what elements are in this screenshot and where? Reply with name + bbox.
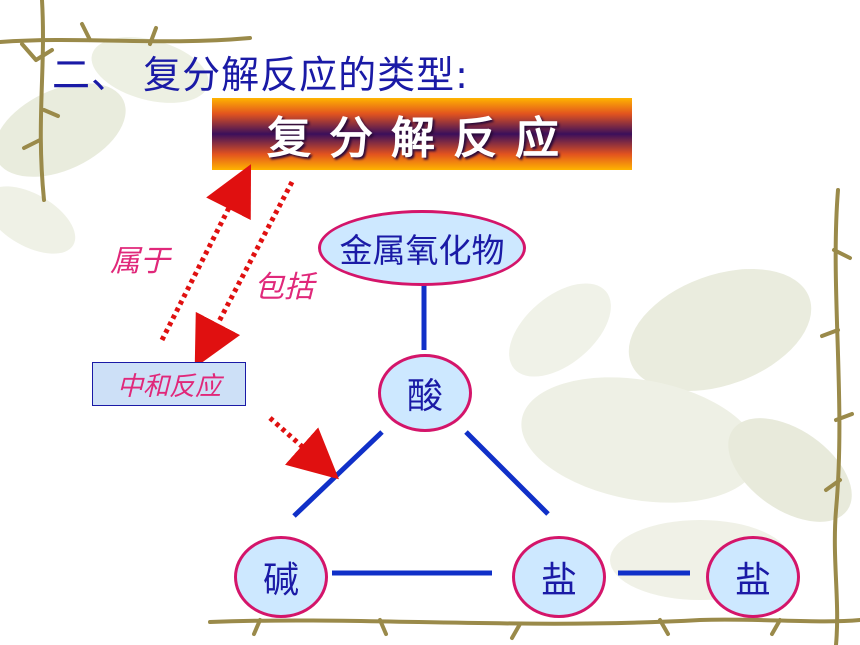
neutralization-box: 中和反应 [92, 362, 246, 406]
acid-node: 酸 [378, 354, 472, 432]
salt-node-b: 盐 [706, 536, 800, 618]
neutralization-label: 中和反应 [116, 371, 221, 402]
belongs-to-label: 属于 [110, 244, 170, 279]
banner-text: 复分解反应 [267, 113, 577, 164]
base-node: 碱 [234, 536, 328, 618]
belongs-to-arrow [159, 164, 252, 342]
metal-oxide-node: 金属氧化物 [318, 210, 526, 286]
salt-node-a: 盐 [512, 536, 606, 618]
acid-salt-line [464, 430, 550, 516]
double-replacement-banner: 复分解反应 [212, 98, 632, 170]
neutralization-arrow [268, 416, 339, 480]
slide-title: 二、 复分解反应的类型: [52, 53, 469, 97]
includes-label: 包括 [254, 270, 314, 305]
acid-base-line [292, 430, 384, 518]
